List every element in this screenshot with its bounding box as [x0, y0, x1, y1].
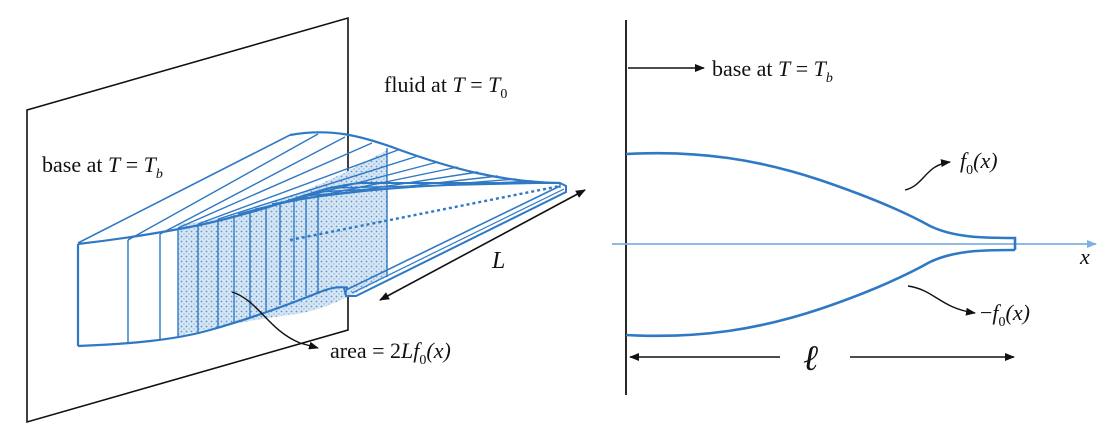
profile-lower-minus-f0: [625, 248, 1016, 338]
fin-left-top-edge: [77, 134, 291, 244]
base-wall: [26, 16, 349, 424]
profile-upper-f0: [625, 151, 1017, 250]
cross-section-area: [178, 150, 387, 336]
length-arrow-L: [379, 189, 586, 301]
area-label: area = 2Lf0(x): [330, 338, 451, 368]
x-axis-label: x: [1079, 244, 1090, 269]
right-base-label: base at T = Tb: [712, 56, 833, 86]
fin-top-curve: [77, 186, 331, 246]
area-pointer: [231, 291, 319, 350]
f-minus-pointer: [907, 285, 976, 316]
fin-bottom-curve: [77, 286, 349, 348]
length-label-ell: ℓ: [803, 338, 818, 378]
right-fin-profile: x base at T = Tb f0(x) −f0(x) ℓ: [612, 20, 1097, 395]
fin-vertical-slices: [127, 191, 319, 344]
left-base-label: base at T = Tb: [42, 152, 163, 182]
f-plus-pointer: [904, 159, 951, 191]
f-plus-label: f0(x): [960, 148, 998, 178]
f-minus-label: −f0(x): [980, 300, 1030, 330]
fluid-label: fluid at T = T0: [384, 72, 507, 102]
left-fin-diagram: base at T = Tb fluid at T = T0 L area = …: [26, 16, 586, 424]
length-label-L: L: [491, 248, 505, 274]
